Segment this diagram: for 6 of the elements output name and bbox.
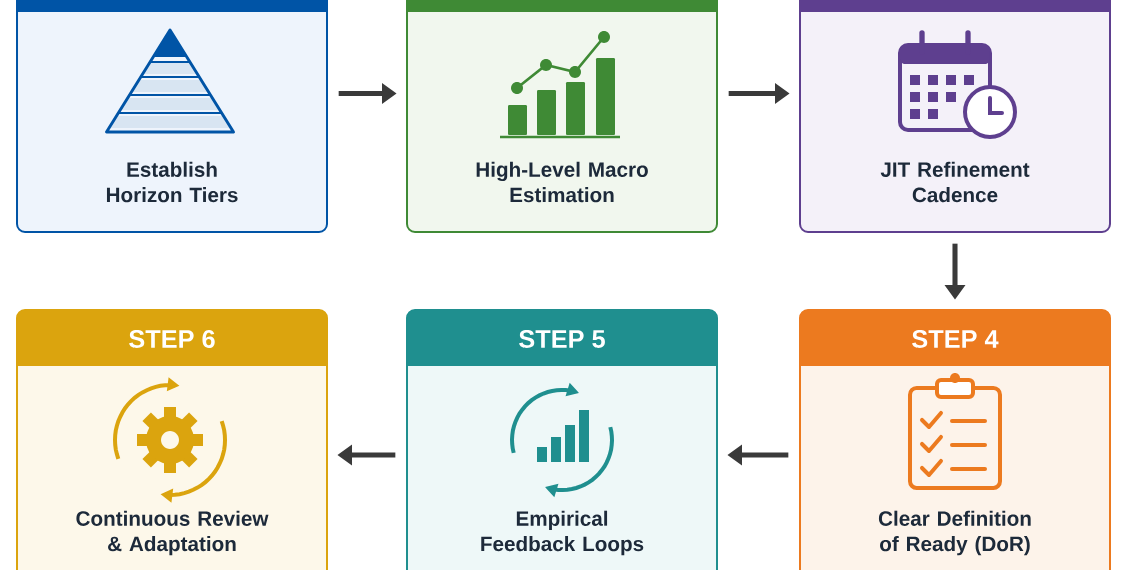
step-card: High-Level Macro Estimation (406, 0, 718, 233)
step-card: STEP 5 Empirical Feedback Loops (406, 309, 718, 570)
step-card: Establish Horizon Tiers (16, 0, 328, 233)
step-card: STEP 6 Continuous Review & Adaptation (16, 309, 328, 570)
step-card: JIT Refinement Cadence (799, 0, 1111, 233)
step-card: STEP 4 Clear Definition of Ready (DoR) (799, 309, 1111, 570)
